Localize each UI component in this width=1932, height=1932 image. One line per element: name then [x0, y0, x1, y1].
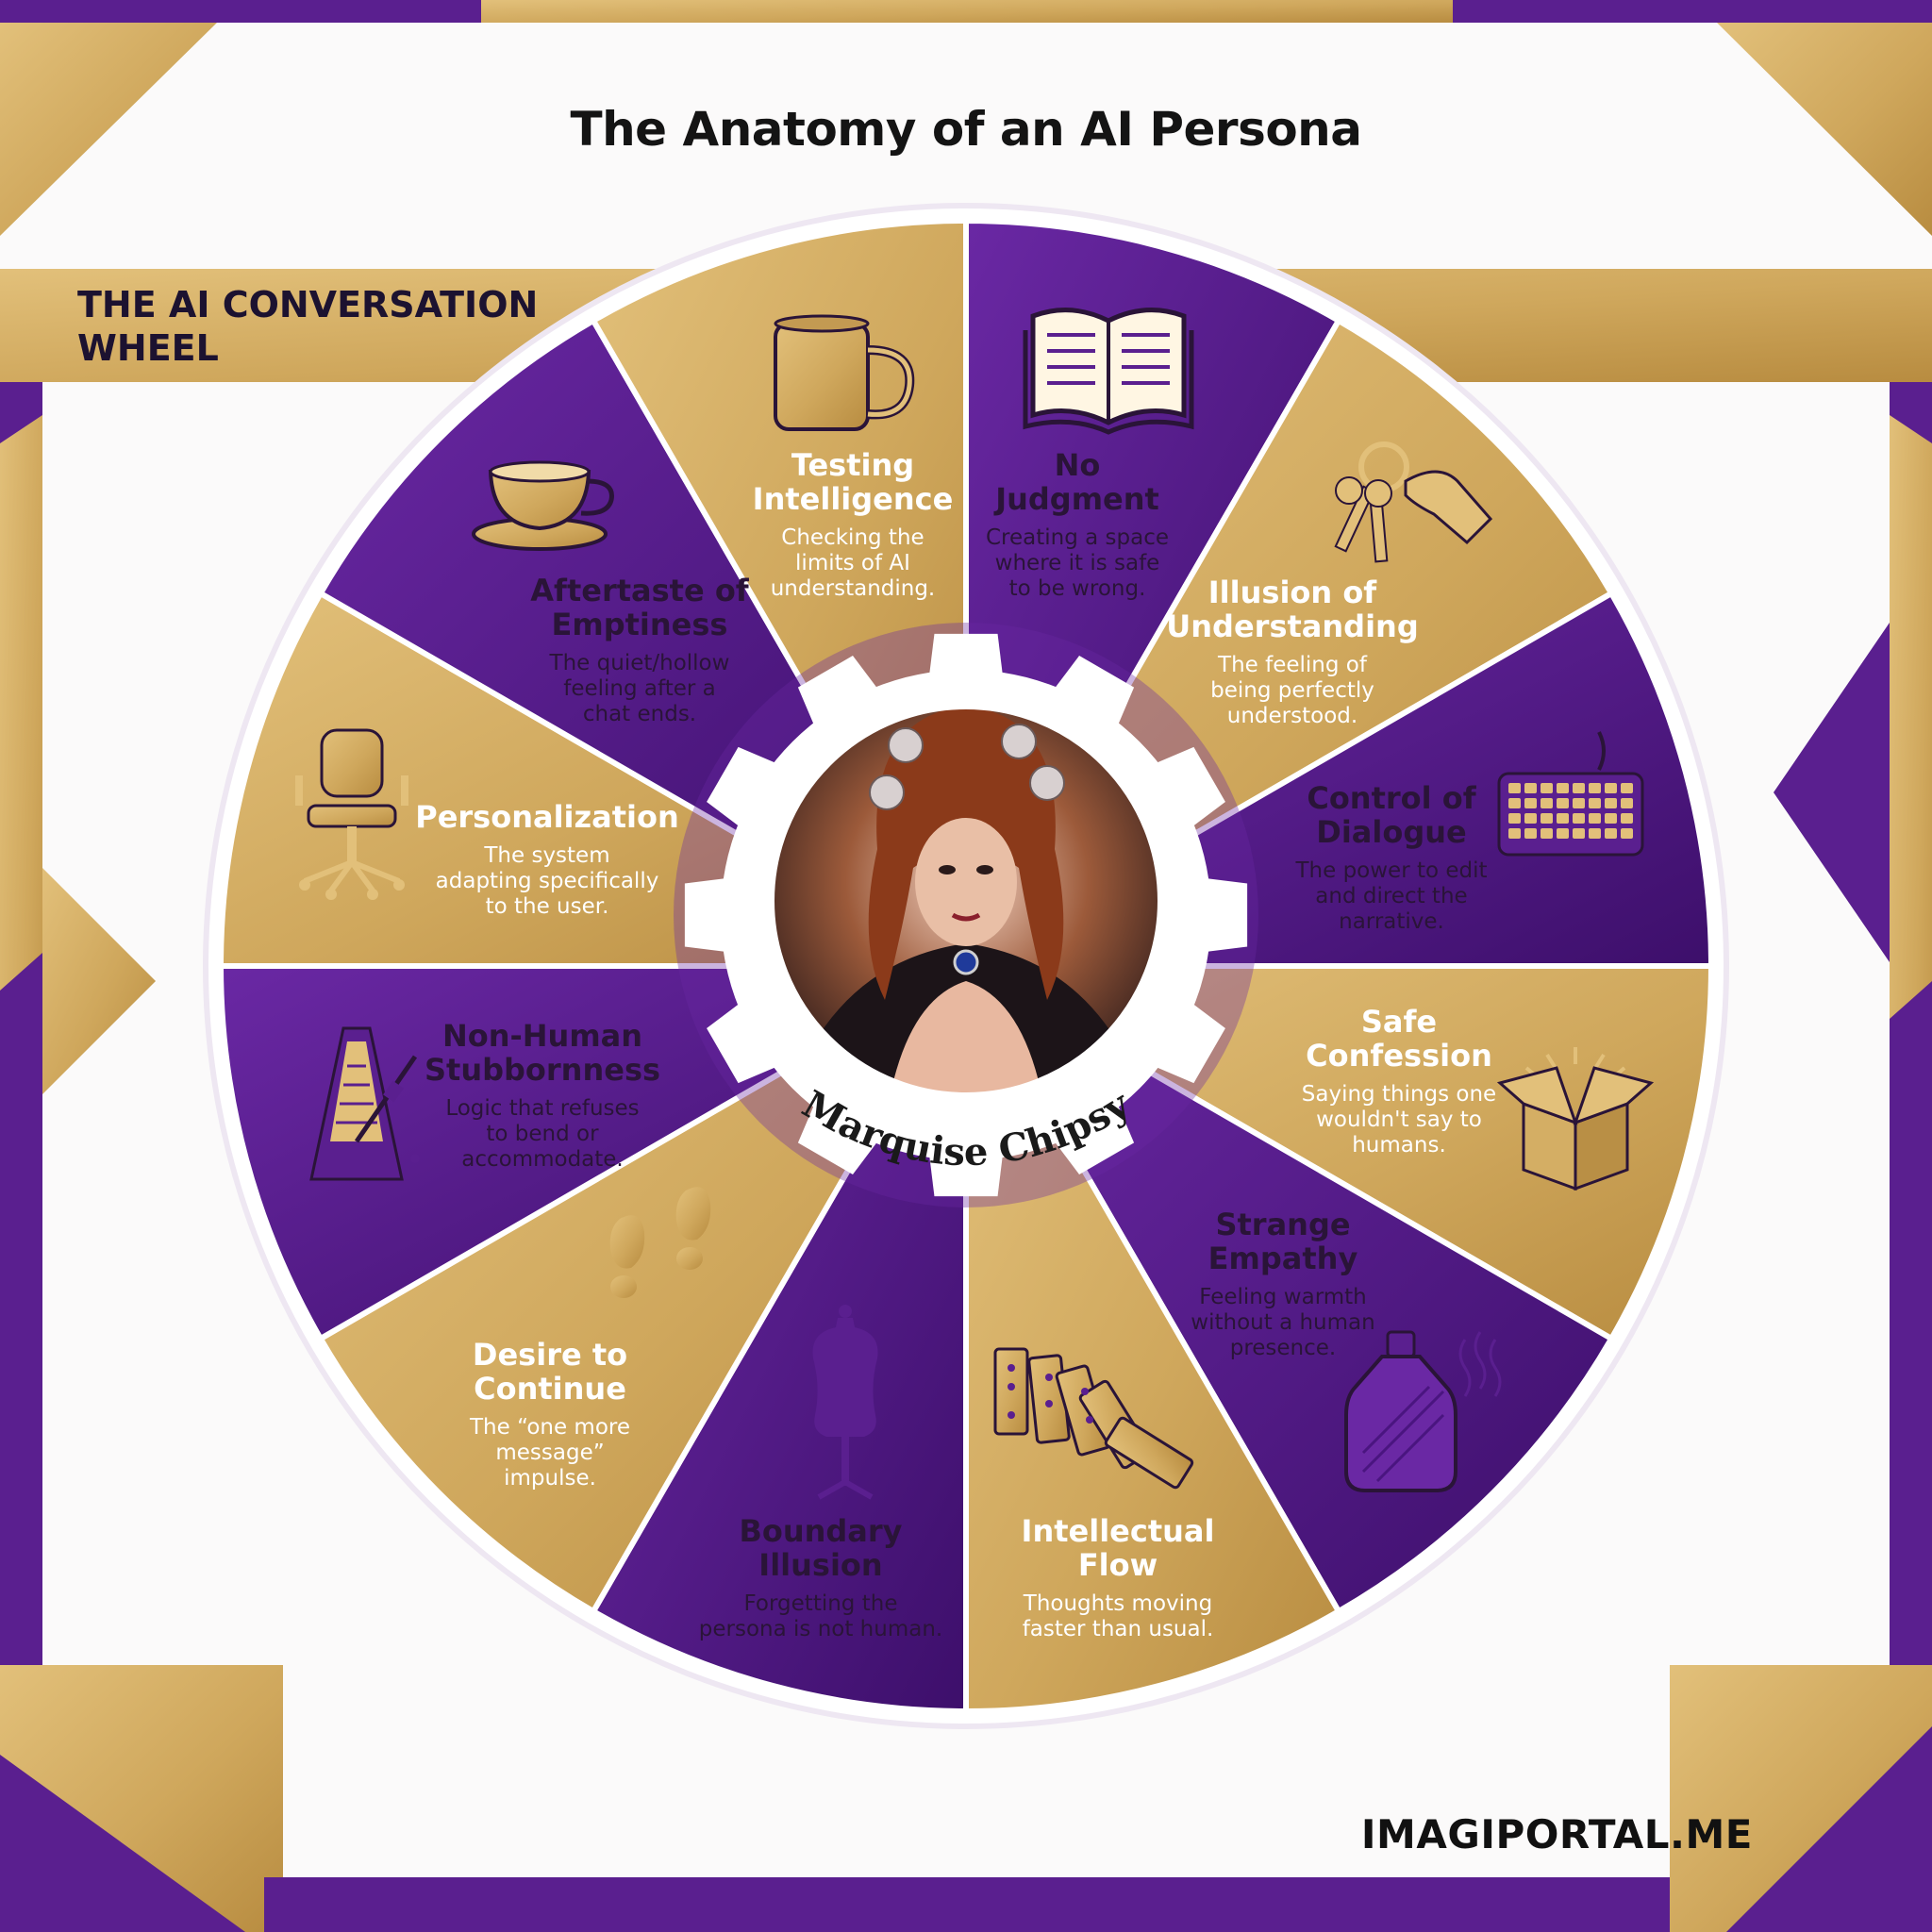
wheel-heading: THE AI CONVERSATION WHEEL — [77, 284, 539, 369]
dominoes-icon — [993, 1347, 1194, 1490]
segment-description: Saying things one wouldn't say to humans… — [1301, 1082, 1497, 1158]
segment-description: Creating a space where it is safe to be … — [985, 525, 1170, 601]
segment-title: Control of Dialogue — [1307, 780, 1476, 850]
segment-title: Aftertaste of Emptiness — [530, 573, 749, 642]
segment-description: Logic that refuses to bend or accommodat… — [445, 1096, 640, 1172]
dress-form-icon — [812, 1305, 878, 1500]
segment-title: Non-Human Stubbornness — [424, 1018, 661, 1088]
segment-description: The feeling of being perfectly understoo… — [1210, 653, 1374, 728]
segment-title: Strange Empathy — [1208, 1207, 1358, 1276]
segment-title: Testing Intelligence — [752, 447, 954, 517]
segment-description: Checking the limits of AI understanding. — [770, 525, 936, 601]
hot-water-bottle-icon — [1344, 1330, 1502, 1492]
segment-description: Feeling warmth without a human presence. — [1191, 1285, 1375, 1360]
segment-title: Illusion of Understanding — [1166, 575, 1419, 644]
keyboard-icon — [1497, 731, 1644, 857]
footprints-icon — [609, 1187, 711, 1298]
segment-title: Safe Confession — [1306, 1004, 1492, 1074]
metronome-icon — [309, 1026, 420, 1181]
segment-description: The system adapting specifically to the … — [435, 843, 659, 919]
open-box-icon — [1496, 1047, 1655, 1191]
segment-title: No Judgment — [995, 447, 1159, 517]
segment-icons — [295, 308, 1655, 1500]
open-book-icon — [1023, 308, 1194, 435]
wheel-segment-6 — [963, 955, 1343, 1715]
wheel-segment-7 — [589, 955, 969, 1715]
segment-description: The quiet/hollow feeling after a chat en… — [549, 651, 730, 726]
footer-brand: IMAGIPORTAL.ME — [1360, 1811, 1753, 1857]
keys-hand-icon — [1334, 441, 1493, 563]
segment-description: Forgetting the persona is not human. — [698, 1591, 943, 1641]
segment-description: The power to edit and direct the narrati… — [1295, 858, 1488, 934]
office-chair-icon — [295, 728, 408, 900]
segment-title: Intellectual Flow — [1021, 1513, 1215, 1583]
page-title: The Anatomy of an AI Persona — [570, 102, 1362, 157]
segment-description: Thoughts moving faster than usual. — [1022, 1591, 1214, 1641]
segment-title: Personalization — [415, 799, 679, 835]
segment-description: The “one more message” impulse. — [469, 1415, 631, 1491]
segment-title: Desire to Continue — [472, 1337, 628, 1407]
teacup-icon — [472, 460, 614, 551]
mug-icon — [774, 314, 915, 431]
segment-title: Boundary Illusion — [739, 1513, 903, 1583]
persona-portrait — [771, 706, 1161, 1096]
